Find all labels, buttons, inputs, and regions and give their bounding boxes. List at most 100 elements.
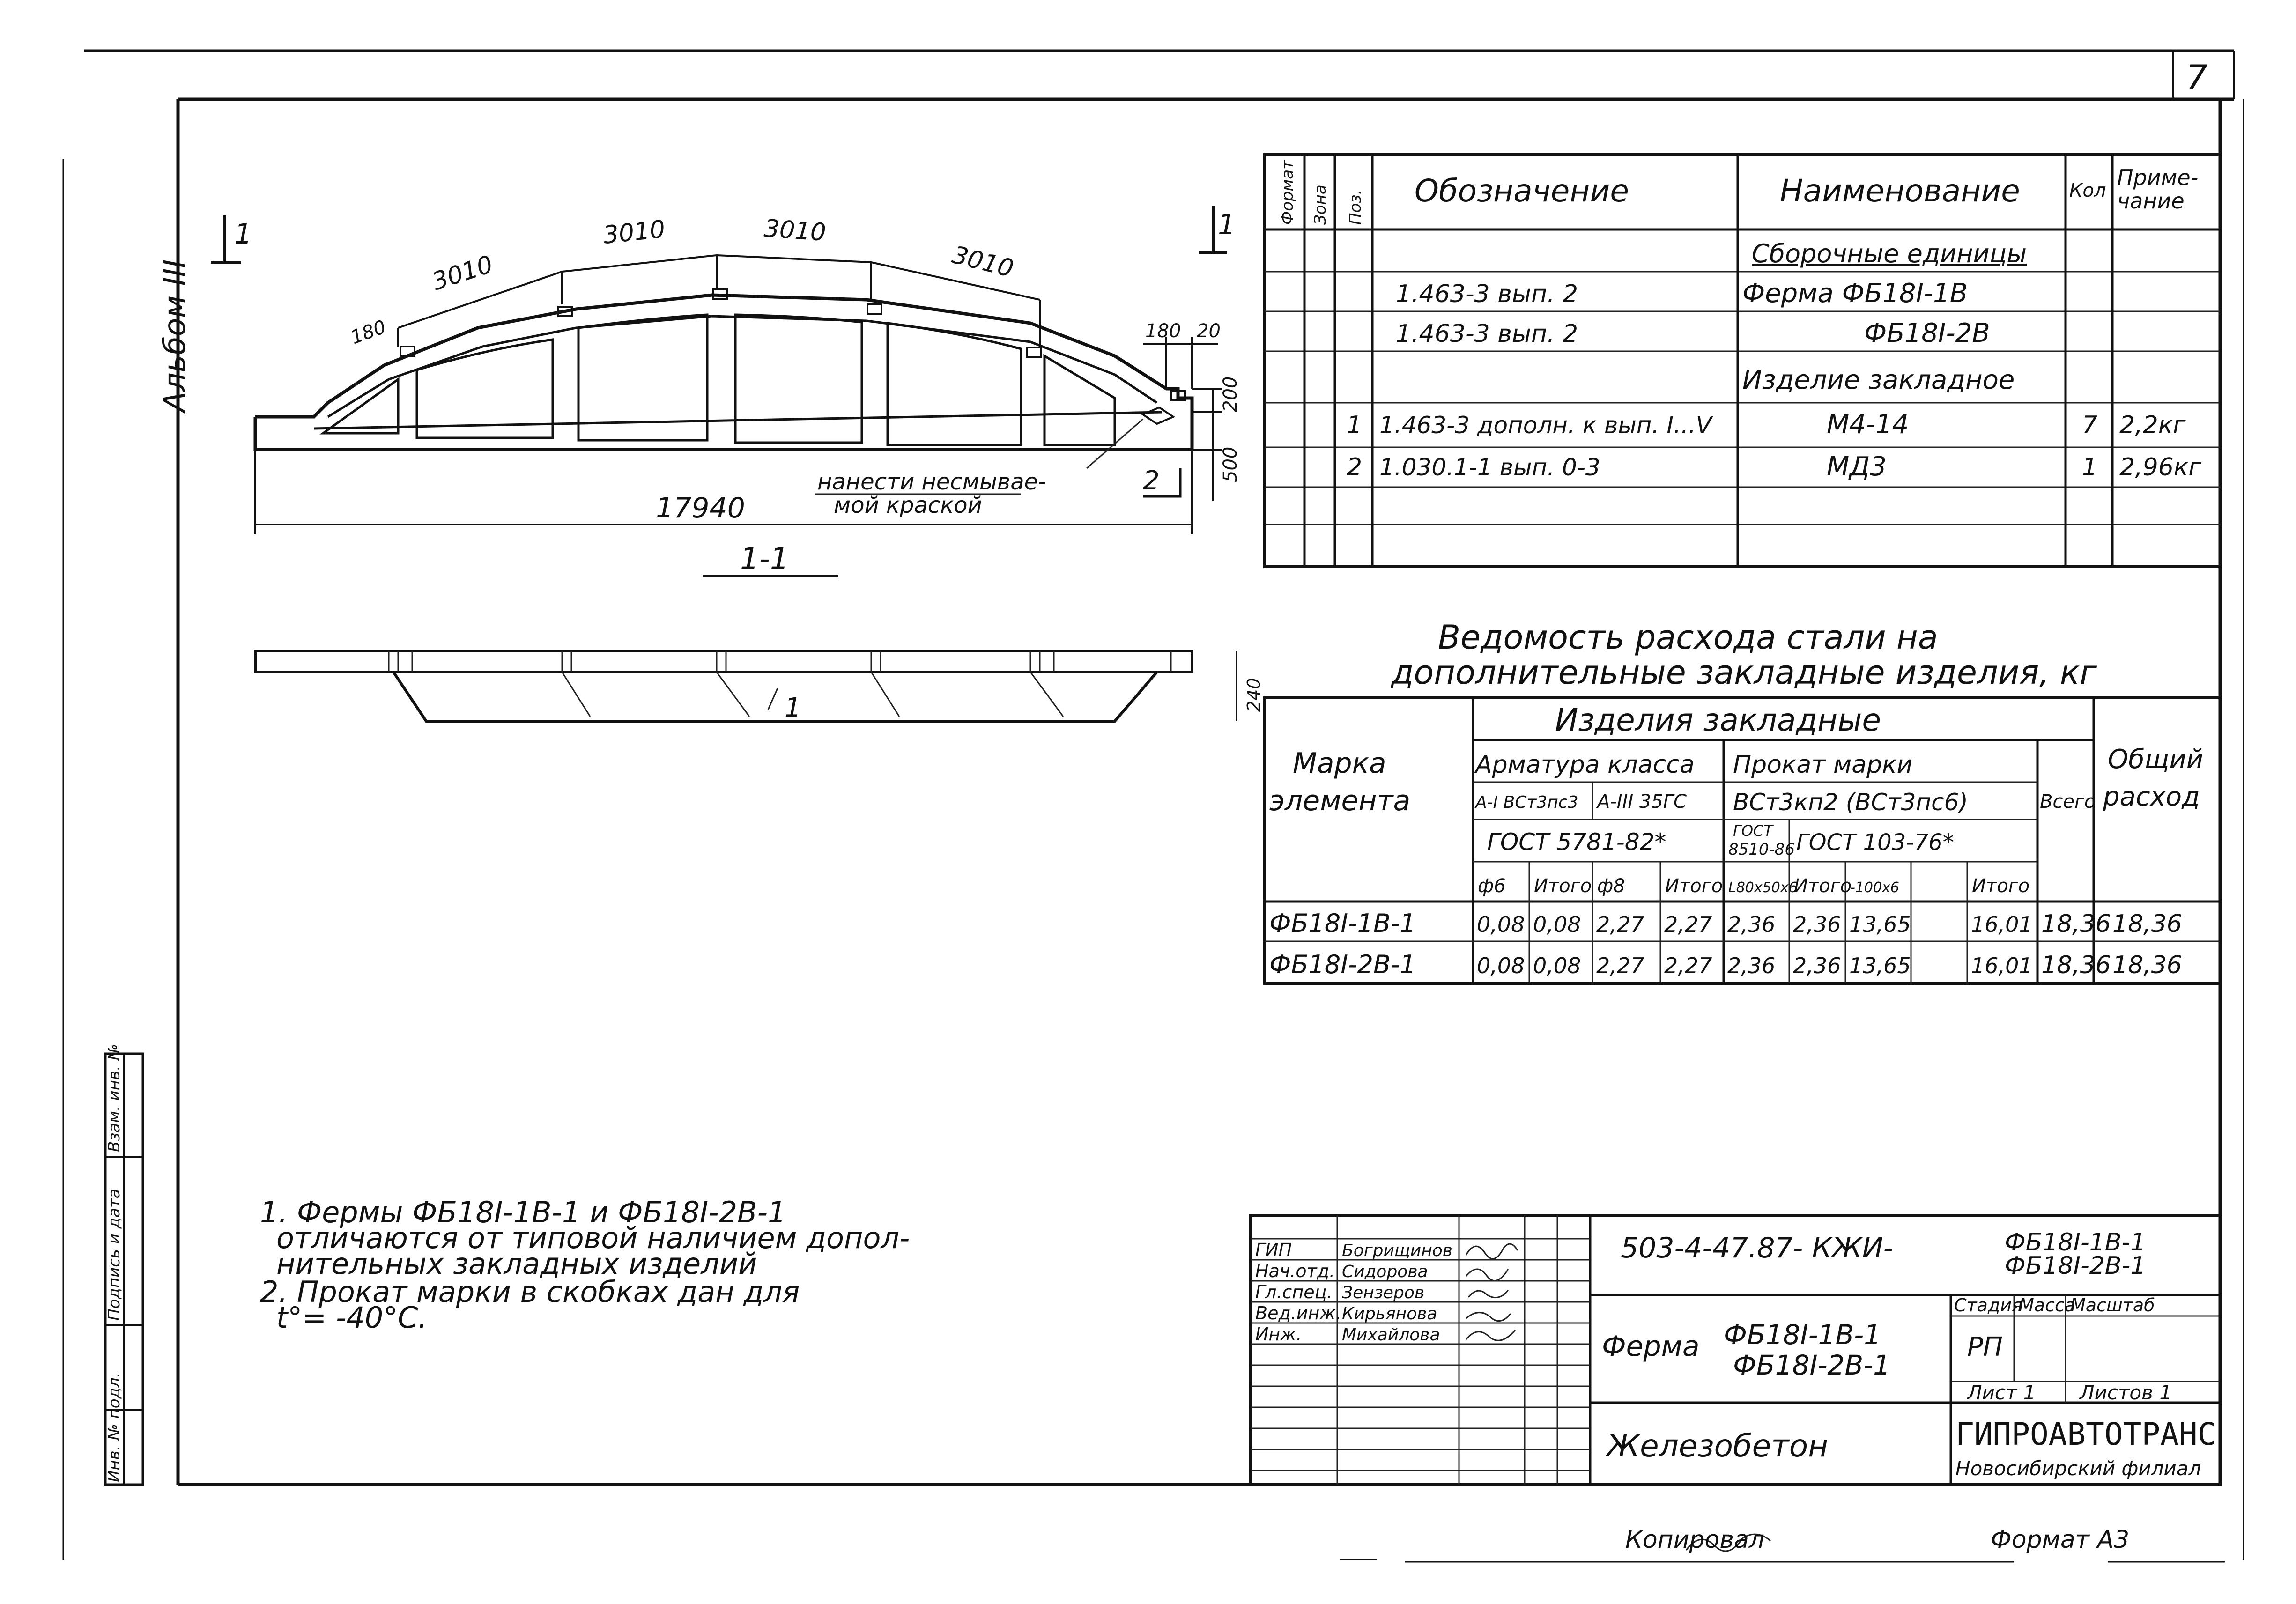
steel-h-rebar-a3: А-III 35ГС	[1596, 791, 1687, 813]
steel-row-value: 0,08	[1533, 953, 1581, 978]
steel-h-mark-2: элемента	[1269, 784, 1410, 817]
spec-row-0-name: Сборочные единицы	[1752, 239, 2027, 268]
steel-h-overall-1: Общий	[2108, 744, 2203, 775]
steel-row-value: 16,01	[1971, 912, 2033, 937]
spec-row-5-note: 2,96кг	[2119, 453, 2201, 481]
steel-h-rebar-a1: А-I ВСт3пс3	[1474, 793, 1578, 812]
steel-row-value: 2,27	[1664, 953, 1712, 978]
spec-header-note-1: Приме-	[2117, 165, 2198, 190]
steel-row-value: 0,08	[1477, 912, 1525, 937]
album-label: Альбом III	[158, 259, 193, 414]
title-block	[1249, 1214, 2222, 1552]
name-1: Сидорова	[1342, 1262, 1428, 1281]
steel-col-header: Итого	[1794, 875, 1852, 897]
spec-row-3-name: Изделие закладное	[1742, 365, 2015, 395]
steel-row-value: 18,36	[2112, 951, 2182, 979]
note-1-line-3: нительных закладных изделий	[276, 1247, 757, 1281]
spec-row-2-designation: 1.463-3 вып. 2	[1396, 320, 1578, 348]
role-0: ГИП	[1255, 1240, 1292, 1260]
steel-row-value: 2,36	[1727, 953, 1775, 978]
dim-end-left: 180	[348, 316, 389, 348]
role-4: Инж.	[1255, 1324, 1302, 1345]
note-1-line-2: отличаются от типовой наличием допол-	[276, 1221, 910, 1255]
steel-title-line-2: дополнительные закладные изделия, кг	[1391, 653, 2097, 692]
format-label: Формат А3	[1991, 1526, 2129, 1554]
spec-header-note-2: чание	[2117, 188, 2185, 214]
steel-title-line-1: Ведомость расхода стали на	[1438, 618, 1938, 657]
spec-row-4-qty: 7	[2082, 411, 2097, 439]
steel-h-rebar: Арматура класса	[1474, 751, 1695, 779]
marking-note-line-2: мой краской	[834, 492, 982, 518]
spec-header-designation: Обозначение	[1415, 173, 1629, 209]
role-3: Вед.инж.	[1255, 1303, 1341, 1323]
steel-row-value: 0,08	[1533, 912, 1581, 937]
steel-row-mark: ФБ18I-2В-1	[1269, 950, 1416, 979]
steel-row-value: 16,01	[1971, 953, 2033, 978]
material: Железобетон	[1605, 1428, 1828, 1464]
plan-width-dim: 240	[1244, 678, 1264, 712]
spec-row-5-pos: 2	[1347, 453, 1362, 481]
stage-value: РП	[1967, 1332, 2003, 1362]
name-0: Богрищинов	[1342, 1241, 1452, 1260]
name-4: Михайлова	[1342, 1325, 1440, 1345]
org-name: ГИПРОАВТОТРАНС	[1955, 1416, 2216, 1452]
title-code-mark-1: ФБ18I-1В-1	[2005, 1228, 2146, 1257]
steel-h-overall-2: расход	[2103, 782, 2200, 812]
spec-header-zone: Зона	[1311, 185, 1330, 225]
steel-row-value: 2,36	[1793, 953, 1841, 978]
steel-row-value: 2,36	[1727, 912, 1775, 937]
spec-table	[1263, 153, 2222, 568]
item-name-prefix: Ферма	[1602, 1330, 1700, 1363]
dim-panel-2: 3010	[602, 215, 667, 250]
note-2-line-2: t°= -40°С.	[276, 1301, 427, 1335]
stamp-inv-replacement: Взам. инв. №	[105, 1044, 124, 1152]
steel-col-header: ф8	[1597, 875, 1625, 897]
steel-col-header: L80x50x6	[1728, 880, 1798, 896]
steel-row-value: 18,36	[2041, 910, 2111, 938]
item-name-2: ФБ18I-2В-1	[1733, 1349, 1890, 1381]
steel-h-gost-rebar: ГОСТ 5781-82*	[1487, 828, 1666, 856]
marking-note-line-1: нанести несмывае-	[817, 469, 1046, 495]
name-2: Зензеров	[1342, 1283, 1424, 1302]
title-code: 503-4-47.87- КЖИ-	[1621, 1232, 1893, 1264]
steel-h-gost-8510-2: 8510-86	[1728, 840, 1795, 859]
name-3: Кирьянова	[1342, 1304, 1437, 1323]
section-mark-left: 1	[234, 218, 252, 251]
dim-height-top: 200	[1220, 377, 1241, 412]
dim-panel-3: 3010	[763, 214, 827, 247]
spec-header-format: Формат	[1278, 160, 1297, 225]
steel-col-header: ф6	[1478, 875, 1506, 897]
steel-row-value: 2,27	[1664, 912, 1712, 937]
item-name-1: ФБ18I-1В-1	[1724, 1319, 1881, 1351]
sheet-number: 7	[2186, 58, 2207, 97]
sheet-label: Лист 1	[1966, 1381, 2036, 1404]
steel-row-value: 2,27	[1596, 912, 1644, 937]
dim-total-length: 17940	[656, 492, 745, 525]
spec-row-5-designation: 1.030.1-1 вып. 0-3	[1379, 454, 1600, 481]
section-mark-right: 1	[1218, 208, 1236, 241]
spec-row-1-designation: 1.463-3 вып. 2	[1396, 280, 1578, 308]
steel-row-value: 2,36	[1793, 912, 1841, 937]
stage-label: Стадия	[1954, 1295, 2022, 1316]
left-stamp: Взам. инв. № Подпись и дата Инв. № подл.	[104, 1044, 144, 1486]
steel-h-rolled-grade: ВСт3кп2 (ВСт3пс6)	[1733, 789, 1968, 816]
steel-row-value: 18,36	[2112, 910, 2182, 938]
dim-end-right-2: 20	[1197, 320, 1221, 342]
section-label-1-1: 1-1	[740, 542, 789, 577]
plan-callout-1: 1	[785, 693, 801, 723]
steel-h-rolled: Прокат марки	[1733, 751, 1912, 779]
steel-col-header: Итого	[1972, 875, 2029, 897]
steel-col-header: Итого	[1534, 875, 1592, 897]
steel-col-header: Итого	[1665, 875, 1723, 897]
dim-panel-1: 3010	[429, 250, 496, 296]
spec-header-qty: Кол	[2069, 180, 2106, 201]
spec-row-4-note: 2,2кг	[2119, 411, 2186, 439]
steel-h-mark-1: Марка	[1293, 747, 1386, 780]
truss-plan	[254, 650, 1237, 723]
stamp-inv-original: Инв. № подл.	[105, 1372, 124, 1482]
spec-row-5-qty: 1	[2082, 453, 2097, 481]
stamp-signature-date: Подпись и дата	[105, 1189, 124, 1321]
